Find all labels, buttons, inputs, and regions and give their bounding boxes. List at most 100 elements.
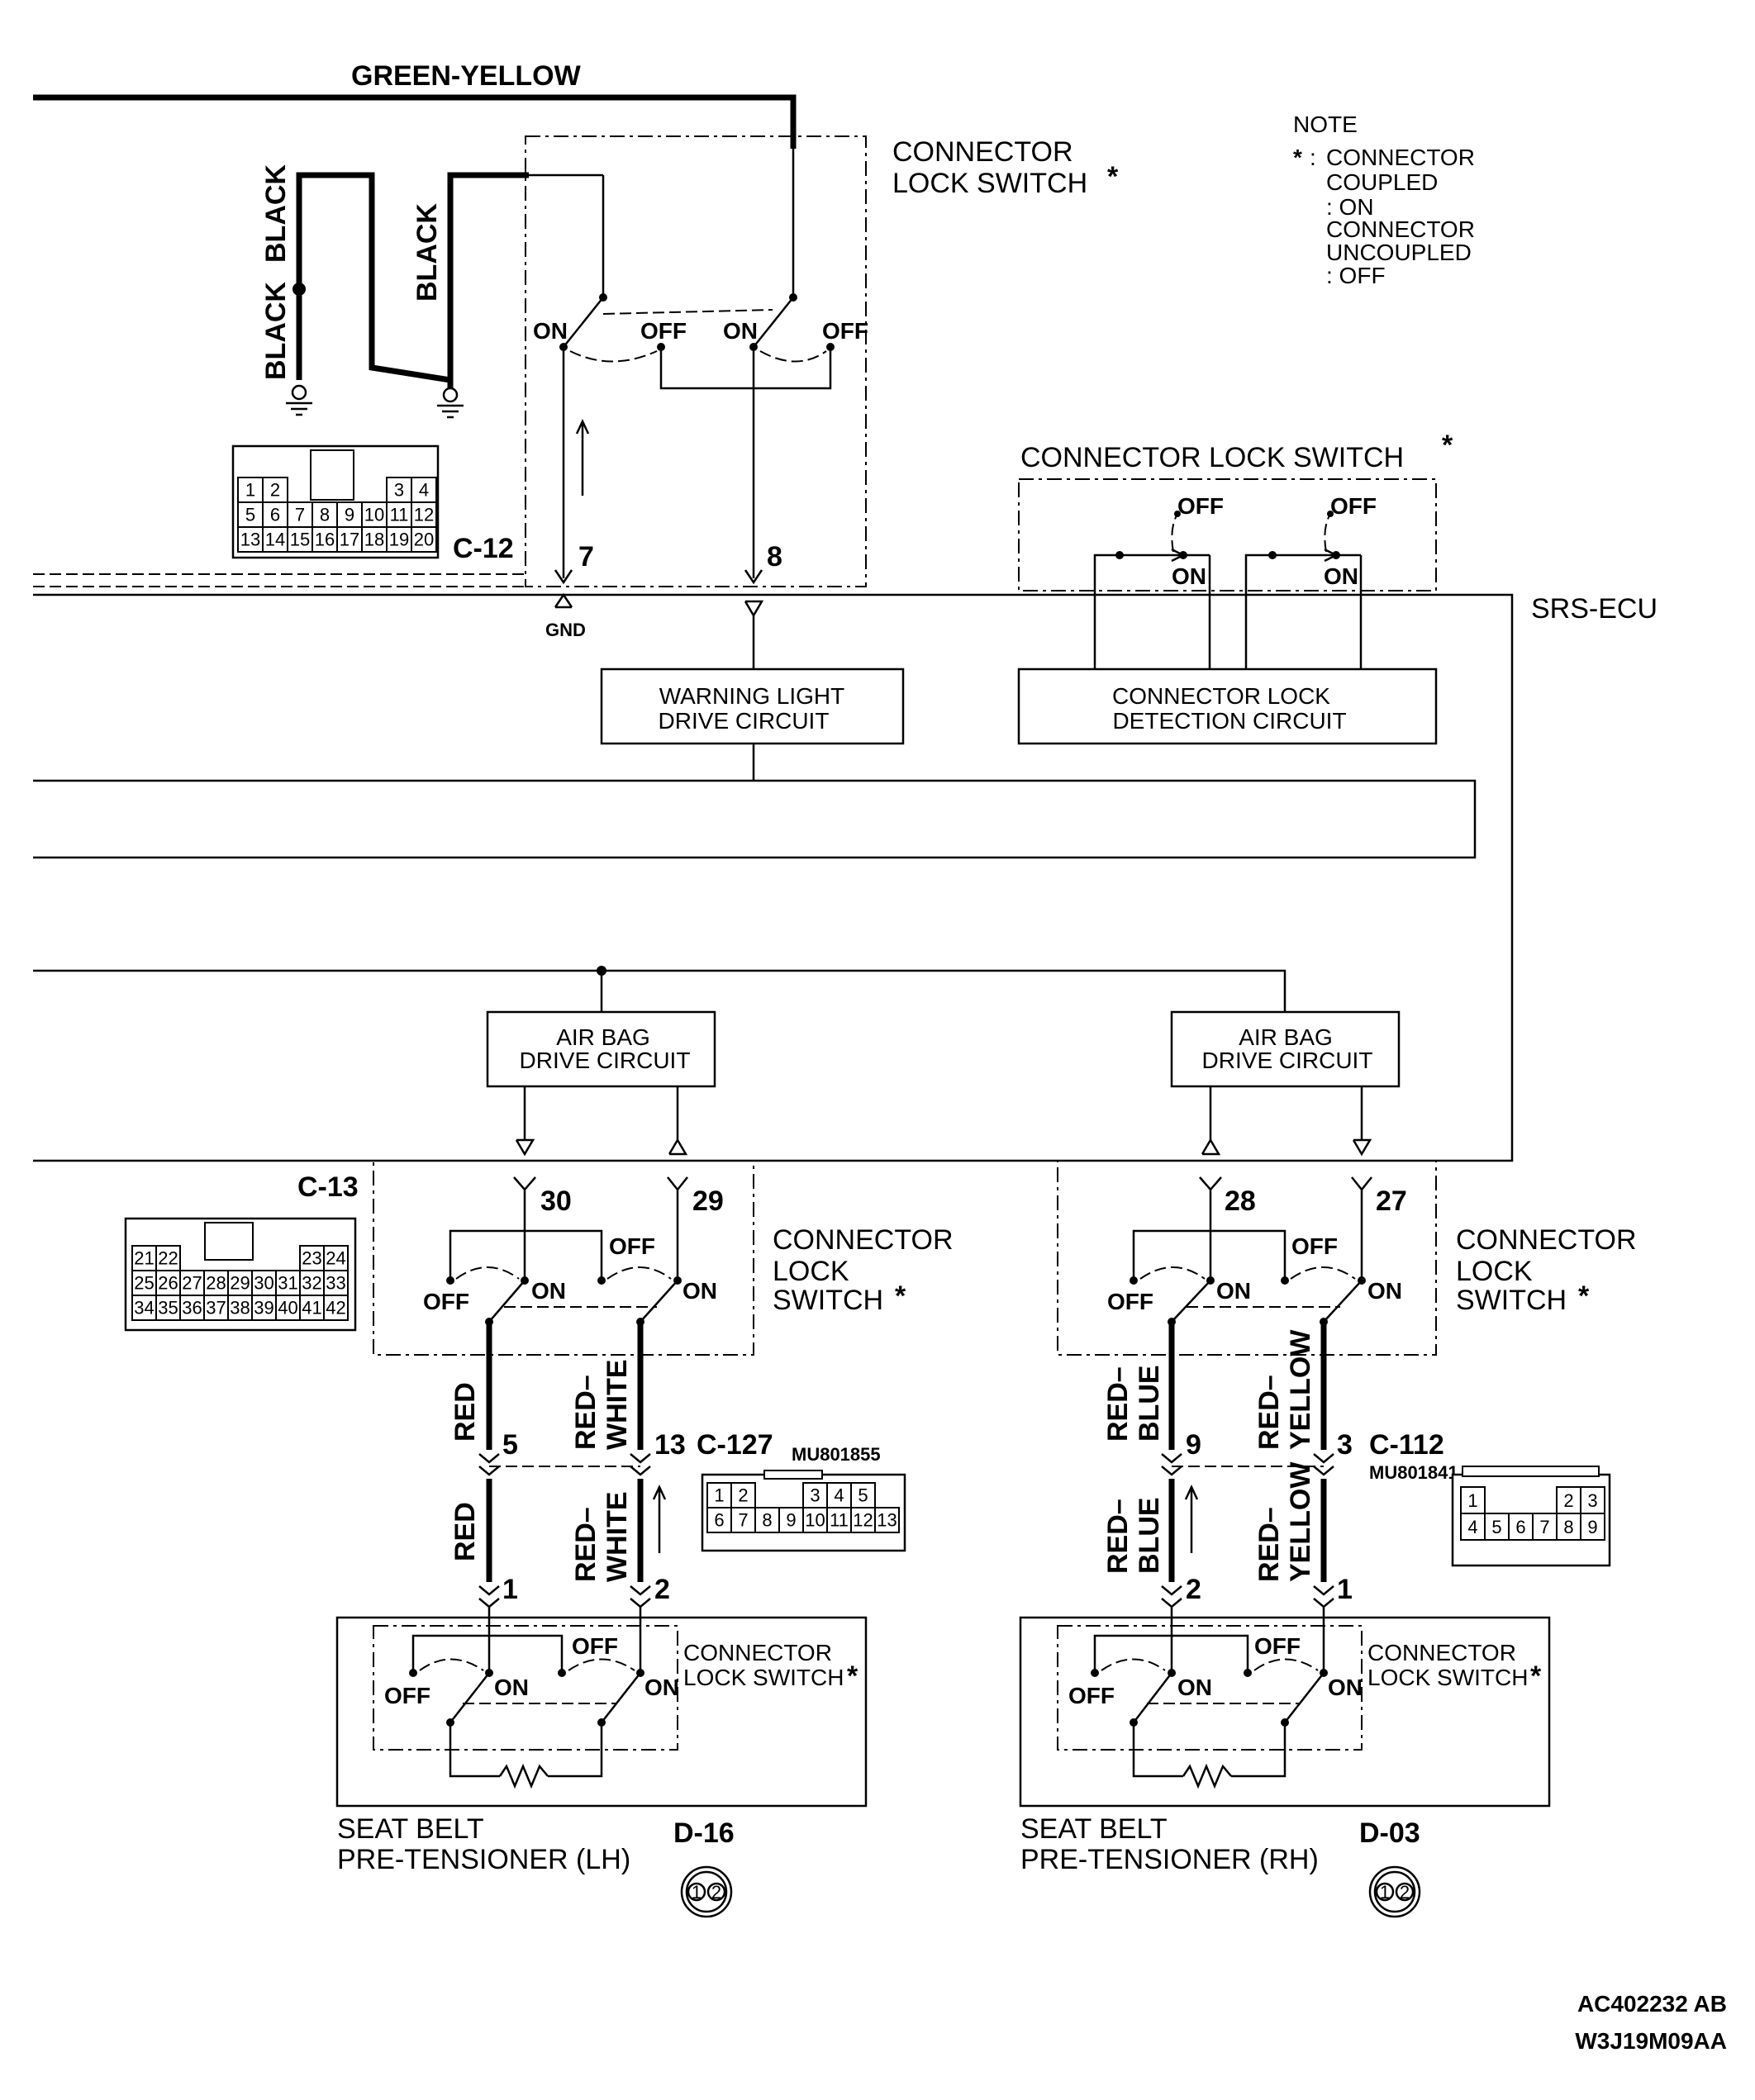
black-ground-wires: BLACK BLACK BLACK [260,164,605,419]
connector-pin-cell [251,1270,277,1296]
connector-pin-number: 9 [786,1510,796,1531]
lock-switch-title-line1: CONNECTOR [892,136,1073,168]
switch-off-label: OFF [609,1233,655,1259]
wire-label-red: RED [449,1502,481,1561]
connector-pin-cell [411,501,437,528]
wire-label-red-yellow: RED– [1253,1507,1285,1582]
c12-label: C-12 [453,533,514,564]
wire-label-red-yellow: YELLOW [1285,1329,1316,1450]
connector-pin-number: 37 [206,1298,226,1318]
connector-pin-number: 36 [182,1298,202,1318]
lock-switch-title-line2: LOCK SWITCH [892,168,1087,199]
airbag-left-line2: DRIVE CIRCUIT [520,1048,691,1073]
ecu-lock-switch-title: CONNECTOR LOCK SWITCH [1020,442,1404,473]
connector-pin-number: 33 [326,1273,345,1294]
connector-pin-number: 32 [302,1273,321,1294]
wire-label-red-yellow: YELLOW [1285,1461,1316,1582]
note-block: NOTE * : CONNECTOR COUPLED : ON CONNECTO… [1293,112,1475,288]
connector-pin-number: 12 [414,505,434,525]
switch-off-label: OFF [572,1633,618,1659]
switch-off-label: OFF [1330,493,1377,519]
switch-off-label: OFF [1177,493,1224,519]
c13-label: C-13 [297,1171,359,1203]
connector-pin-number: 7 [1539,1517,1549,1537]
switch-off-label: OFF [423,1289,469,1314]
connector-pin-number: 34 [134,1298,154,1318]
connector-pin-cell [203,1295,229,1321]
resistor-icon [498,1763,549,1789]
d16-connector-face-icon: 1 2 [680,1865,733,1918]
connector-pin-number: 25 [134,1273,154,1294]
ecu-lock-switch-star: * [1442,430,1453,461]
c112-pin-3: 3 [1337,1429,1353,1461]
switch-on-label: ON [1324,563,1358,589]
lock-switch-star: * [1578,1280,1590,1312]
wire-label-black-upper: BLACK [260,164,292,263]
note-title: NOTE [1293,112,1358,137]
wire-label-red-blue: RED– [1102,1499,1134,1574]
connector-pin-cell [323,1295,349,1321]
green-yellow-wire: GREEN-YELLOW [33,60,797,297]
connector-pin-cell [227,1295,253,1321]
connector-pin-cell [1580,1513,1605,1541]
connector-pin-number: 13 [877,1510,897,1531]
pretensioner-rh: OFF ON OFF ON CONNECTOR LOCK SWITCH * SE… [1019,1607,1551,1918]
c12-pin-7: 7 [578,541,594,573]
connector-pin-cell [850,1507,876,1533]
d03-label: D-03 [1359,1817,1420,1849]
note-line: : ON [1326,194,1374,220]
c13-left-lock-switch: CONNECTOR LOCK SWITCH * 30 29 OFF ON OFF… [373,1160,954,1356]
connector-pin-cell [262,526,288,553]
switch-off-label: OFF [384,1683,430,1708]
switch-on-label: ON [1216,1278,1251,1304]
d03-pin-1: 1 [1337,1574,1353,1605]
connector-pin-cell [802,1507,828,1533]
harness-wires [478,1322,1334,1608]
wire-label-black-right: BLACK [411,203,443,302]
connector-pin-number: 26 [158,1273,178,1294]
connector-pin-cell [730,1507,756,1533]
connector-pin-cell [1580,1486,1605,1514]
connector-pin-number: 30 [254,1273,273,1294]
connector-pin-cell [275,1295,301,1321]
d03-pin-2: 2 [1186,1574,1201,1605]
c12-terminals [554,569,763,585]
wire-label-red-blue: BLUE [1134,1365,1165,1442]
wire-label-black-lower: BLACK [260,282,292,380]
note-line: UNCOUPLED [1326,240,1472,265]
switch-on-label: ON [1367,1278,1402,1304]
lock-switch-label: CONNECTOR [773,1224,954,1256]
switch-on-label: ON [533,318,568,344]
airbag-right-line2: DRIVE CIRCUIT [1202,1048,1373,1073]
note-star: * [1293,145,1302,170]
ecu-gnd-label: GND [545,620,586,640]
ground-icon [286,384,312,416]
connector-pin-number: 2 [738,1485,748,1506]
airbag-left-line1: AIR BAG [556,1024,650,1050]
lock-switch-star: * [847,1661,858,1692]
note-colon: : [1310,145,1316,170]
note-line: CONNECTOR [1326,145,1475,170]
d16-name-line1: SEAT BELT [337,1813,484,1845]
detection-circuit-line1: CONNECTOR LOCK [1112,683,1330,709]
connector-pin-number: 19 [389,530,409,550]
connector-pin-number: 3 [810,1485,820,1506]
lock-switch-label: SWITCH [1456,1285,1567,1316]
detection-circuit-line2: DETECTION CIRCUIT [1112,708,1346,734]
connector-pin-cell [336,526,363,553]
lock-switch-label: LOCK [773,1256,849,1287]
wire-color-labels: RED RED RED– WHITE RED– WHITE RED– BLUE … [449,1329,1316,1582]
connector-pin-number: 3 [1587,1490,1597,1511]
connector-pin-cell [227,1270,253,1296]
switch-off-label: OFF [640,318,687,344]
c13-pin-30: 30 [540,1185,572,1217]
connector-pin-cell [1556,1513,1581,1541]
connector-pin-number: 7 [295,505,305,525]
svg-text:2: 2 [711,1882,721,1903]
wire-label-red-white: WHITE [602,1491,633,1582]
connector-pin-number: 2 [270,480,280,501]
connector-pin-number: 6 [714,1510,724,1531]
